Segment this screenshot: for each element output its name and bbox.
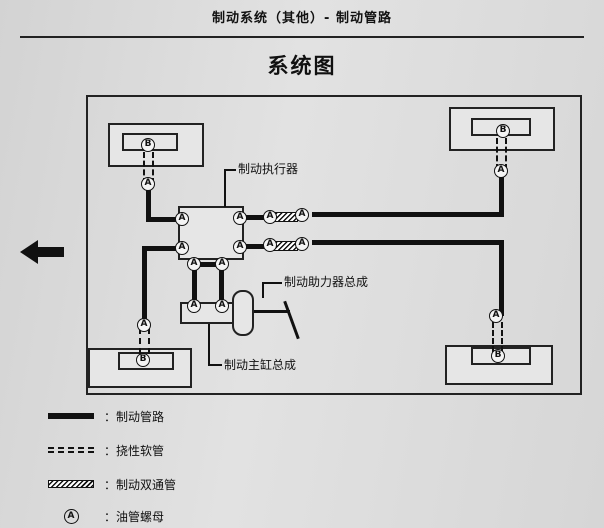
booster-label: 制动助力器总成 — [284, 275, 369, 289]
vehicle-outline-frame — [86, 95, 582, 395]
legend-flexible-hose: ：挠性软管 — [48, 440, 164, 460]
tube-nut: A — [295, 208, 309, 222]
leader-master — [208, 324, 210, 364]
leader-actuator — [224, 169, 226, 207]
tube-nut: A — [175, 241, 189, 255]
legend-text: ：制动双通管 — [104, 477, 177, 492]
front-left-wheel — [108, 123, 204, 167]
master-cylinder-label: 制动主缸总成 — [224, 358, 297, 372]
brake-line-fl-vertical — [146, 183, 151, 222]
brake-line-rl-horizontal — [146, 246, 180, 251]
brake-line-fl-horizontal — [146, 217, 180, 222]
diagram-title: 系统图 — [267, 54, 337, 78]
leader-master-h — [208, 364, 222, 366]
tube-nut: A — [494, 164, 508, 178]
flexible-hose-fr — [496, 138, 507, 170]
tube-nut: A — [295, 237, 309, 251]
leader-booster — [262, 282, 264, 298]
tube-nut: A — [215, 257, 229, 271]
hose-connector-fr: B — [496, 124, 510, 138]
tube-nut: A — [141, 177, 155, 191]
tube-nut: A — [187, 299, 201, 313]
legend-brake-line: ：制动管路 — [48, 406, 164, 426]
leader-actuator-h — [224, 169, 236, 171]
legend-text: ：挠性软管 — [104, 443, 165, 458]
brake-booster-body — [232, 290, 254, 336]
tube-nut: A — [489, 309, 503, 323]
flexible-hose-rl — [139, 328, 150, 354]
flexible-hose-rr — [492, 322, 503, 352]
hose-connector-rr: B — [491, 349, 505, 363]
booster-pushrod — [254, 310, 290, 313]
legend-solid-line-icon — [48, 413, 94, 419]
tube-nut: A — [263, 210, 277, 224]
page-header: 制动系统（其他）- 制动管路 — [212, 11, 392, 26]
legend-nut-letter: A — [63, 508, 79, 524]
hose-connector-fl: B — [141, 138, 155, 152]
tube-nut: A — [233, 211, 247, 225]
brake-line-rl-vertical — [142, 246, 147, 322]
hose-connector-rl: B — [136, 353, 150, 367]
brake-line-rr-vertical — [499, 240, 504, 316]
flexible-hose-fl — [143, 152, 154, 184]
legend-text: ：制动管路 — [104, 409, 165, 424]
legend-tube-nut: A ：油管螺母 — [48, 506, 164, 526]
actuator-label: 制动执行器 — [238, 162, 299, 176]
actuator-lower-line — [190, 262, 228, 267]
brake-line-fr-left — [242, 215, 272, 220]
legend-double-pipe: ：制动双通管 — [48, 474, 176, 494]
tube-nut: A — [187, 257, 201, 271]
legend-nut-icon: A — [48, 508, 94, 524]
brake-line-rr-left — [242, 244, 272, 249]
brake-line-fr-vertical — [499, 169, 504, 217]
leader-booster-h — [262, 282, 282, 284]
tube-nut: A — [233, 240, 247, 254]
tube-nut: A — [215, 299, 229, 313]
tube-nut: A — [175, 212, 189, 226]
legend-dashed-hose-icon — [48, 447, 94, 453]
master-line-left — [192, 268, 197, 304]
tube-nut: A — [137, 318, 151, 332]
front-direction-arrow-icon — [20, 240, 38, 264]
front-direction-arrow-tail — [38, 247, 64, 257]
master-line-right — [219, 268, 224, 304]
brake-line-fr-main — [312, 212, 504, 217]
legend-text: ：油管螺母 — [104, 509, 165, 524]
header-rule — [20, 36, 584, 38]
tube-nut: A — [263, 238, 277, 252]
legend-hatched-pipe-icon — [48, 480, 94, 488]
brake-line-rr-main — [312, 240, 504, 245]
